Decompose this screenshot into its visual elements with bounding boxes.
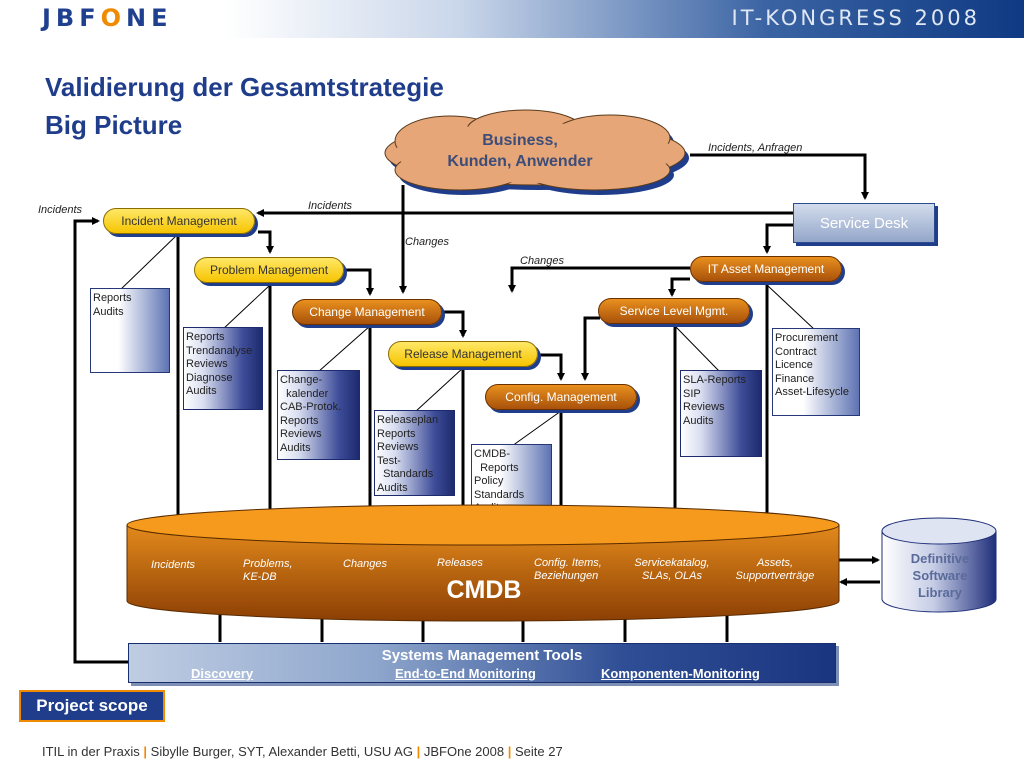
page-subtitle: Big Picture (45, 110, 183, 140)
footer-event: JBFOne 2008 (423, 744, 505, 759)
cloud-label-line1: Business, (482, 132, 558, 149)
cloud-label: Business, Kunden, Anwender (410, 130, 630, 172)
smt-end-to-end-monitoring: End-to-End Monitoring (395, 666, 536, 681)
congress-title: IT-KONGRESS 2008 (731, 6, 980, 30)
pill-release-management: Release Management (388, 341, 538, 367)
smt-title: Systems Management Tools (381, 647, 583, 664)
label-changes-1: Changes (405, 236, 450, 248)
cmdb-label-config-line2: Beziehungen (534, 570, 599, 582)
pill-config-management: Config. Management (485, 384, 637, 410)
arrow-smt-to-incident (73, 217, 128, 664)
cmdb-label-problems-line1: Problems, (243, 558, 293, 570)
cmdb-cylinder (126, 504, 840, 622)
arrow-release-to-config (539, 353, 565, 381)
arrow-change-to-release (443, 310, 467, 338)
pill-incident-management: Incident Management (103, 208, 255, 234)
cmdb-label-releases: Releases (437, 557, 483, 569)
cmdb-label-assets-line1: Assets, (756, 557, 794, 569)
service-desk-box: Service Desk (793, 203, 935, 243)
doc-change-reports: Change- kalender CAB-Protok. Reports Rev… (277, 370, 360, 460)
pill-service-level-mgmt: Service Level Mgmt. (598, 298, 750, 324)
page-title: Validierung der Gesamtstrategie (45, 72, 444, 102)
dsl-label-line1: Definitive (910, 551, 970, 566)
cmdb-label-config-line1: Config. Items, (534, 557, 602, 569)
dsl-label-line2: Software (912, 568, 968, 583)
arrow-incident-to-problem (258, 230, 274, 254)
cmdb-label-changes: Changes (343, 558, 388, 570)
pill-problem-management: Problem Management (194, 257, 344, 283)
dsl-label: Definitive Software Library (880, 550, 1000, 601)
arrow-asset-to-change (508, 266, 690, 293)
doc-incident-reports: Reports Audits (90, 288, 170, 373)
footer-page: Seite 27 (514, 744, 563, 759)
doc-asset-reports: Procurement Contract Licence Finance Ass… (772, 328, 860, 416)
dsl-label-line3: Library (917, 585, 963, 600)
cmdb-label-problems: Problems, KE-DB (243, 558, 293, 584)
cmdb-label-assets-line2: Supportverträge (735, 570, 815, 582)
cmdb-title: CMDB (446, 576, 522, 604)
doc-slm-reports: SLA-Reports SIP Reviews Audits (680, 370, 762, 457)
doc-release-reports: Releaseplan Reports Reviews Test- Standa… (374, 410, 455, 496)
arrow-servicedesk-to-asset (763, 223, 793, 254)
project-scope-badge: Project scope (19, 690, 165, 722)
header-band (0, 0, 1024, 38)
arrow-slm-to-config (581, 316, 600, 381)
cmdb-label-servicekatalog-line2: SLAs, OLAs (642, 570, 702, 582)
label-incidents-left: Incidents (38, 204, 83, 216)
cmdb-label-problems-line2: KE-DB (243, 571, 277, 583)
business-cloud (384, 109, 689, 195)
pill-it-asset-management: IT Asset Management (690, 256, 842, 282)
smt-discovery: Discovery (191, 666, 254, 681)
cloud-label-line2: Kunden, Anwender (447, 153, 593, 170)
jbfone-logo: JBFONE (42, 4, 173, 32)
dsl-cylinder (881, 517, 997, 613)
label-incidents-mid: Incidents (308, 200, 353, 212)
systems-management-tools: Systems Management Tools Discovery End-t… (128, 643, 836, 683)
arrow-problem-to-change (346, 268, 374, 296)
cmdb-label-incidents: Incidents (151, 559, 196, 571)
label-changes-2: Changes (520, 255, 565, 267)
cmdb-label-config: Config. Items, Beziehungen (534, 557, 602, 583)
arrow-cloud-to-service-desk (690, 153, 869, 200)
doc-problem-reports: Reports Trendanalyse Reviews Diagnose Au… (183, 327, 263, 410)
footer-authors: Sibylle Burger, SYT, Alexander Betti, US… (150, 744, 413, 759)
arrow-asset-to-slm (668, 277, 690, 297)
pill-change-management: Change Management (292, 299, 442, 325)
cmdb-label-servicekatalog: Servicekatalog, SLAs, OLAs (630, 557, 714, 583)
smt-komponenten-monitoring: Komponenten-Monitoring (601, 666, 760, 681)
cmdb-label-assets: Assets, Supportverträge (730, 557, 820, 583)
footer: ITIL in der Praxis | Sibylle Burger, SYT… (42, 744, 563, 759)
footer-topic: ITIL in der Praxis (42, 744, 140, 759)
label-incidents-anfragen: Incidents, Anfragen (708, 142, 803, 154)
cmdb-label-servicekatalog-line1: Servicekatalog, (634, 557, 710, 569)
